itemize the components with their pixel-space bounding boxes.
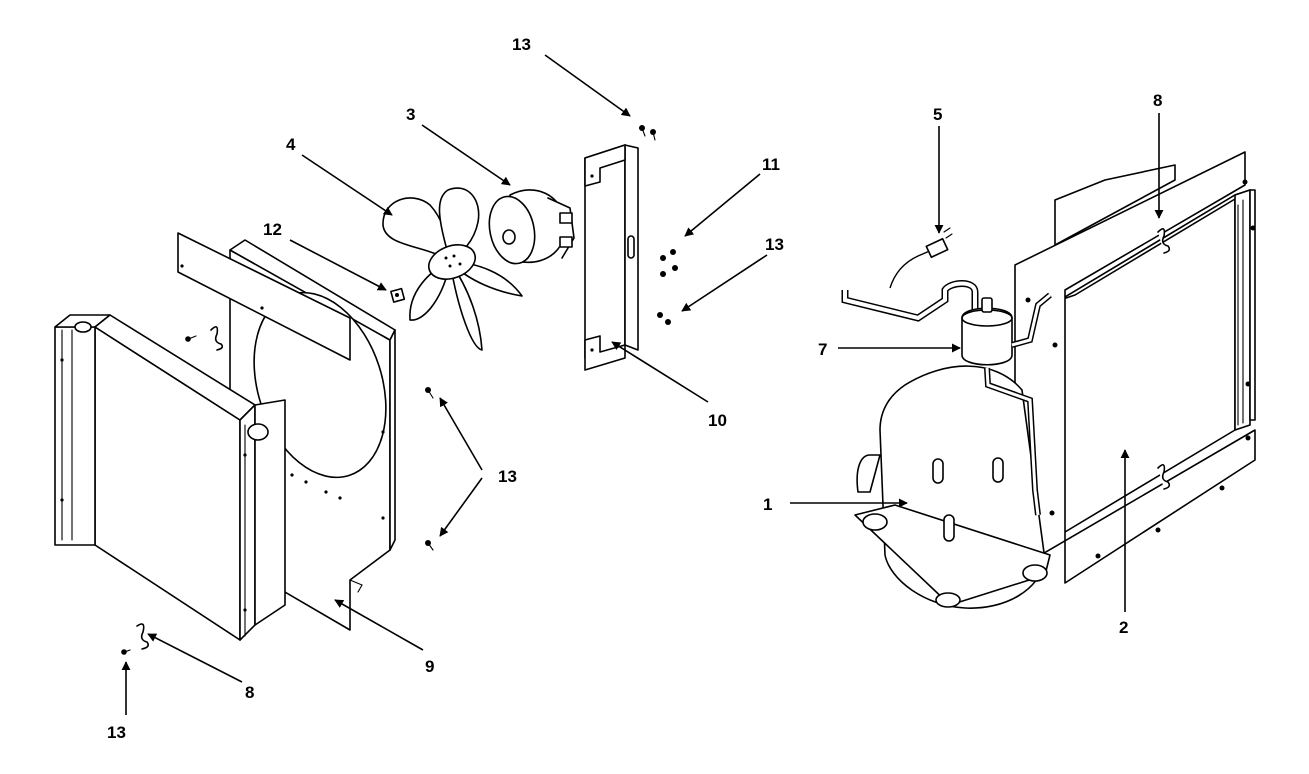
callout-12: 12 (263, 220, 282, 239)
screw-bottom-left (121, 649, 131, 655)
refrigerant-tube (841, 280, 979, 322)
callout-1: 1 (763, 495, 772, 514)
screws-top-right (639, 125, 656, 141)
motor-bracket (584, 144, 639, 371)
clip-panel-bottom (1157, 464, 1171, 490)
fan-blade (382, 187, 523, 351)
fan-nut (390, 287, 406, 303)
leader-lines (121, 54, 1164, 715)
screw-center-upper (425, 387, 434, 399)
condenser-coil-right (1044, 189, 1256, 536)
callout-13-mid-right: 13 (765, 235, 784, 254)
callout-13-center: 13 (498, 467, 517, 486)
callout-11: 11 (762, 155, 780, 174)
fan-motor (488, 189, 575, 265)
callout-9: 9 (425, 657, 434, 676)
screws-bracket-13 (657, 312, 671, 325)
accumulator (961, 292, 1052, 516)
clip-left-upper (210, 326, 224, 351)
callout-4: 4 (286, 135, 296, 154)
callout-13-bottom-left: 13 (107, 723, 126, 742)
callout-10: 10 (708, 411, 727, 430)
callout-3: 3 (406, 105, 415, 124)
screw-left-upper (185, 335, 197, 342)
power-cord (889, 227, 953, 289)
screws-bracket-11 (660, 249, 678, 277)
callout-8-left: 8 (245, 683, 254, 702)
clip-panel-top (1157, 228, 1171, 254)
compressor (854, 365, 1051, 609)
callout-2: 2 (1119, 618, 1128, 637)
mounting-panel (1014, 151, 1256, 584)
clip-bottom-left (136, 623, 149, 650)
screw-center-lower (425, 540, 434, 551)
shroud-top-flange (177, 232, 351, 361)
condenser-coil-left (54, 314, 286, 641)
callout-13-top: 13 (512, 35, 531, 54)
callout-labels: 1 2 3 4 5 7 8 8 9 10 11 12 13 13 13 13 (107, 35, 1162, 742)
callout-8-right: 8 (1153, 91, 1162, 110)
callout-7: 7 (818, 340, 827, 359)
callout-5: 5 (933, 105, 942, 124)
